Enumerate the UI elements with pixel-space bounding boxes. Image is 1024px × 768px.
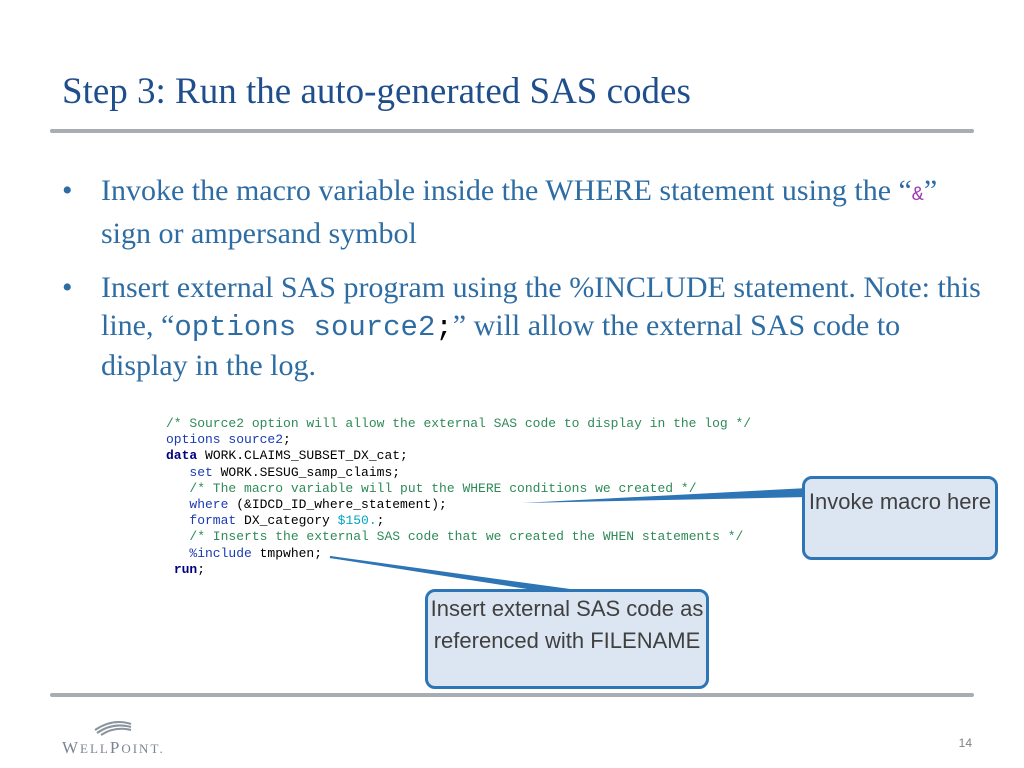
code-keyword: set <box>189 464 213 480</box>
bullet-dot: • <box>62 271 73 304</box>
code-keyword: where <box>189 497 229 513</box>
footer-divider <box>50 693 974 697</box>
bullet-text: ” sign or ampersand symbol <box>101 174 938 250</box>
sas-code-block: /* Source2 option will allow the externa… <box>166 416 751 578</box>
ampersand-symbol: & <box>911 184 924 207</box>
slide-title: Step 3: Run the auto-generated SAS codes <box>62 71 691 112</box>
code-keyword: run <box>173 561 198 577</box>
wellpoint-logo-mark <box>94 721 132 736</box>
code-text: DX_category <box>236 513 338 529</box>
code-keyword: format <box>189 513 237 529</box>
code-text: WORK.CLAIMS_SUBSET_DX_cat; <box>197 448 408 464</box>
code-text: ; <box>283 432 291 448</box>
code-format-value: $150. <box>337 513 377 529</box>
bullet-item: • Invoke the macro variable inside the W… <box>62 172 982 253</box>
code-text: ; <box>376 513 385 529</box>
inline-code-semicolon: ; <box>435 311 453 344</box>
code-comment: /* The macro variable will put the WHERE… <box>189 480 697 496</box>
title-divider <box>50 129 974 133</box>
wellpoint-wordmark: WELLPOINT. <box>62 738 165 757</box>
code-comment: /* Inserts the external SAS code that we… <box>189 529 744 545</box>
code-comment: /* Source2 option will allow the externa… <box>166 416 752 431</box>
code-text: tmpwhen; <box>251 545 323 561</box>
bullet-text: Invoke the macro variable inside the WHE… <box>101 174 912 207</box>
code-text: WORK.SESUG_samp_claims; <box>212 464 401 480</box>
bullet-text: Insert external SAS program using the %I… <box>101 271 981 342</box>
bullet-item: • Insert external SAS program using the … <box>62 269 982 385</box>
code-keyword: options source2 <box>166 432 284 448</box>
inline-code: options source2 <box>174 311 436 344</box>
bullet-text: ” will allow the external SAS code to di… <box>101 309 901 382</box>
invoke-callout-pointer <box>522 488 808 503</box>
wellpoint-logo: WELLPOINT. <box>62 718 165 758</box>
code-keyword: data <box>166 448 198 464</box>
page-number: 14 <box>958 736 972 750</box>
code-text: ; <box>197 561 206 577</box>
bullet-dot: • <box>62 174 73 207</box>
insert-sas-callout: Insert external SAS code as referenced w… <box>425 589 709 689</box>
code-keyword: %include <box>189 545 252 561</box>
bullet-list: • Invoke the macro variable inside the W… <box>62 172 982 401</box>
code-text: (&IDCD_ID_where_statement); <box>228 497 447 513</box>
invoke-macro-callout: Invoke macro here <box>802 476 998 560</box>
insert-pointer-edge <box>329 556 571 591</box>
